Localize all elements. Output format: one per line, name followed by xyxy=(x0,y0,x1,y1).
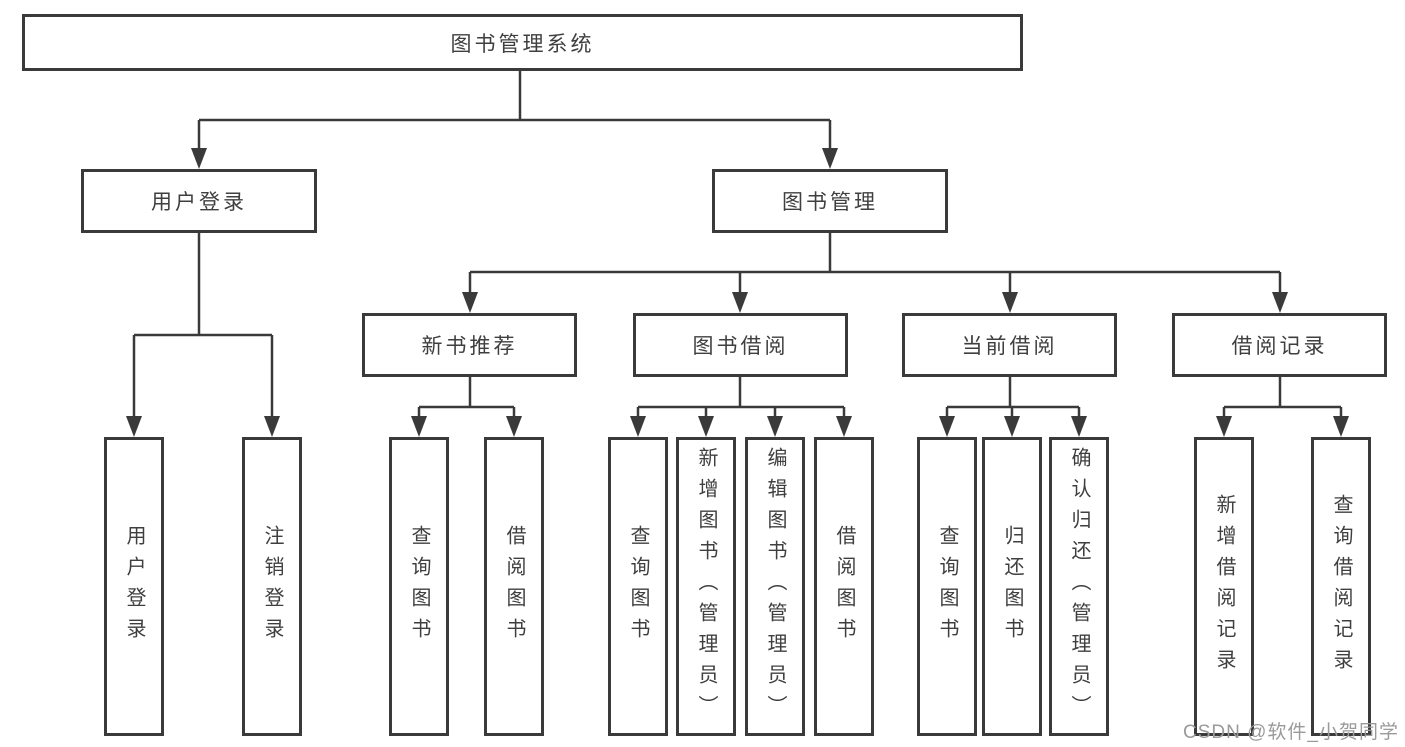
arrowheads xyxy=(126,148,1349,437)
arrowhead-icon xyxy=(1004,416,1020,437)
arrowhead-icon xyxy=(191,148,207,169)
node-library-system: 图书管理系统 xyxy=(22,14,1023,71)
arrowhead-icon xyxy=(732,292,748,313)
arrowhead-icon xyxy=(698,416,714,437)
leaf-edit-books-admin: 编辑图书（管理员） xyxy=(745,437,805,736)
connector-user-login xyxy=(132,233,274,430)
leaf-label: 新增借阅记录 xyxy=(1213,493,1235,680)
node-label: 借阅记录 xyxy=(1231,335,1328,358)
leaf-label: 查询图书 xyxy=(936,524,958,649)
csdn-watermark: CSDN @软件_小贺同学 xyxy=(1183,722,1399,743)
leaf-label: 查询图书 xyxy=(627,524,649,649)
leaf-label: 编辑图书（管理员） xyxy=(764,447,786,726)
leaf-query-books-borrow: 查询图书 xyxy=(608,437,668,736)
leaf-return-books: 归还图书 xyxy=(982,437,1042,736)
node-book-borrow: 图书借阅 xyxy=(633,313,848,377)
node-new-book-recommend: 新书推荐 xyxy=(362,313,577,377)
arrowhead-icon xyxy=(836,416,852,437)
node-current-borrow: 当前借阅 xyxy=(902,313,1117,377)
arrowhead-icon xyxy=(264,416,280,437)
arrowhead-icon xyxy=(1272,292,1288,313)
leaf-logout: 注销登录 xyxy=(242,437,302,736)
node-label: 用户登录 xyxy=(151,191,247,214)
connector-root xyxy=(197,71,832,162)
arrowhead-icon xyxy=(1071,416,1087,437)
connector-borrow-record xyxy=(1222,375,1343,430)
arrowhead-icon xyxy=(506,416,522,437)
leaf-label: 新增图书（管理员） xyxy=(695,447,717,726)
leaf-borrow-books-recommend: 借阅图书 xyxy=(484,437,544,736)
leaf-label: 借阅图书 xyxy=(833,524,855,649)
connector-book-mgmt xyxy=(468,233,1282,306)
leaf-add-books-admin: 新增图书（管理员） xyxy=(676,437,736,736)
arrowhead-icon xyxy=(1002,292,1018,313)
leaf-confirm-return-admin: 确认归还（管理员） xyxy=(1049,437,1109,736)
arrowhead-icon xyxy=(411,416,427,437)
leaf-query-borrow-record: 查询借阅记录 xyxy=(1311,437,1371,736)
arrowhead-icon xyxy=(630,416,646,437)
node-label: 图书借阅 xyxy=(692,335,789,358)
leaf-borrow-books: 借阅图书 xyxy=(814,437,874,736)
node-label: 图书管理系统 xyxy=(450,32,595,56)
leaf-query-books-recommend: 查询图书 xyxy=(389,437,449,736)
leaf-label: 归还图书 xyxy=(1001,524,1023,649)
leaf-label: 注销登录 xyxy=(261,524,283,649)
node-user-login: 用户登录 xyxy=(81,169,317,233)
leaf-user-login: 用户登录 xyxy=(104,437,164,736)
node-label: 当前借阅 xyxy=(961,335,1058,358)
node-borrow-record: 借阅记录 xyxy=(1172,313,1387,377)
connector-book-borrow xyxy=(636,375,846,430)
arrowhead-icon xyxy=(1333,416,1349,437)
leaf-add-borrow-record: 新增借阅记录 xyxy=(1194,437,1254,736)
arrowhead-icon xyxy=(126,416,142,437)
leaf-label: 用户登录 xyxy=(123,524,145,649)
arrowhead-icon xyxy=(1216,416,1232,437)
leaf-label: 确认归还（管理员） xyxy=(1068,447,1090,726)
arrowhead-icon xyxy=(767,416,783,437)
node-label: 图书管理 xyxy=(782,191,878,214)
arrowhead-icon xyxy=(939,416,955,437)
node-label: 新书推荐 xyxy=(421,335,518,358)
node-book-management: 图书管理 xyxy=(712,169,948,233)
connector-new-book xyxy=(417,375,516,430)
leaf-label: 借阅图书 xyxy=(503,524,525,649)
arrowhead-icon xyxy=(462,292,478,313)
leaf-label: 查询借阅记录 xyxy=(1330,493,1352,680)
leaf-query-books-current: 查询图书 xyxy=(917,437,977,736)
arrowhead-icon xyxy=(822,148,838,169)
leaf-label: 查询图书 xyxy=(408,524,430,649)
